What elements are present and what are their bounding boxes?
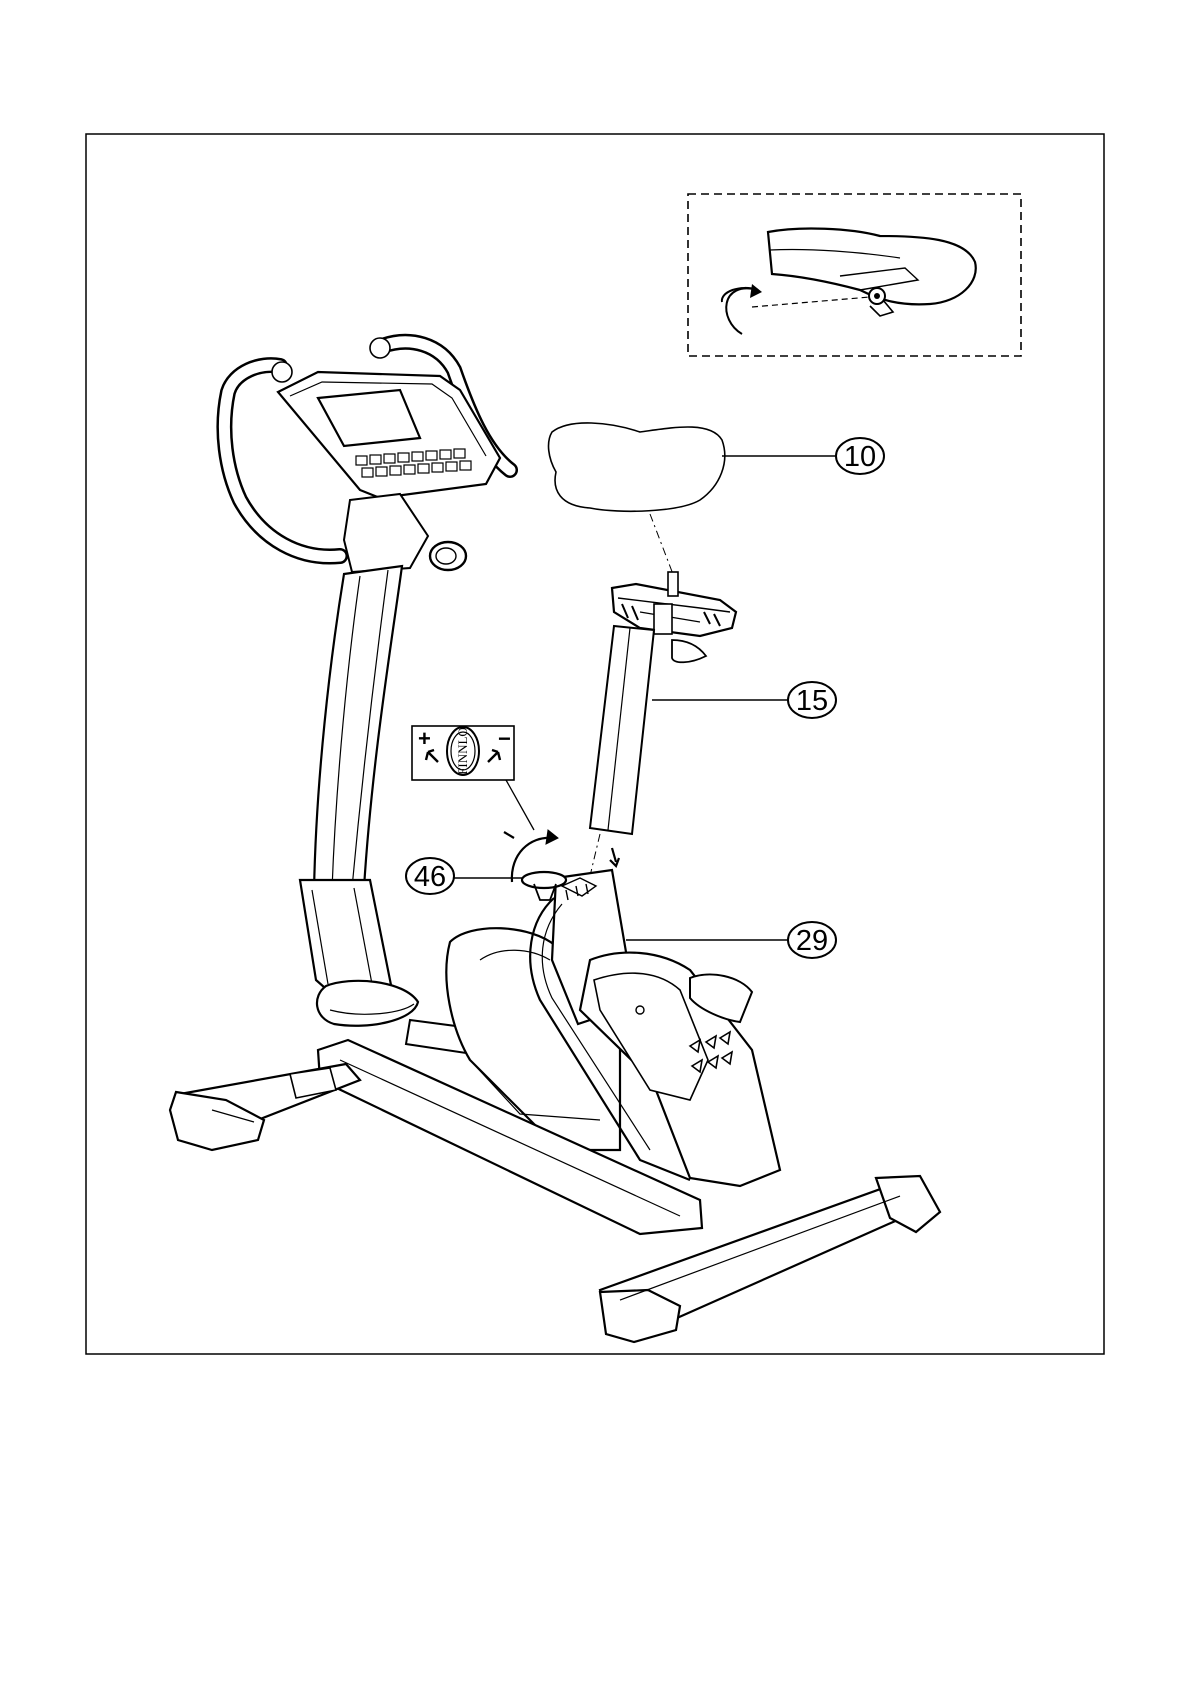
callout-10: 10 xyxy=(722,438,884,474)
callout-10-label: 10 xyxy=(844,441,876,473)
minus-sign: − xyxy=(498,726,511,751)
knob-direction-label: + − FINNLO xyxy=(412,726,534,830)
seat-detail-inset xyxy=(688,194,1021,356)
callout-15: 15 xyxy=(652,682,836,718)
callout-46-label: 46 xyxy=(414,861,446,893)
callout-15-label: 15 xyxy=(796,685,828,717)
seat-post-part xyxy=(590,572,736,876)
callout-29-label: 29 xyxy=(796,925,828,957)
knob-rotate-arrow-icon xyxy=(546,830,558,844)
knob-brand-text: FINNLO xyxy=(455,727,470,775)
console-and-handlebars xyxy=(224,338,510,572)
down-arrow-icon xyxy=(610,848,619,866)
front-stabilizer xyxy=(170,1064,360,1150)
callout-29: 29 xyxy=(626,922,836,958)
rotation-arrow-icon xyxy=(750,284,762,298)
seat-part xyxy=(549,423,725,582)
callout-46: 46 xyxy=(406,858,522,894)
plus-sign: + xyxy=(418,726,431,751)
upright-column xyxy=(314,566,402,892)
bike-frame xyxy=(300,830,780,1234)
